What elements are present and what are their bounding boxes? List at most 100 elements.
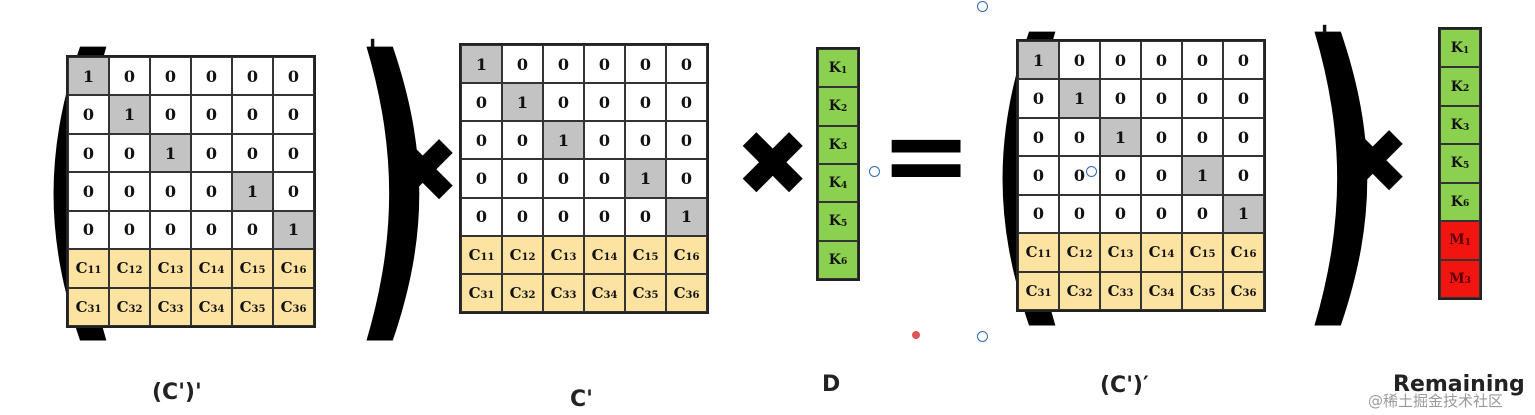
times-operator-3: ✖	[1335, 110, 1411, 215]
selection-handle-bottom[interactable]	[977, 331, 988, 342]
matrix-cell: 1	[502, 83, 543, 122]
selection-handle-center[interactable]	[1086, 166, 1097, 177]
matrix-cell: 0	[461, 121, 502, 160]
matrix-cell: 0	[1100, 194, 1141, 234]
matrix-cell: 0	[625, 197, 666, 236]
matrix-cell: 0	[584, 121, 625, 160]
matrix-cell: 0	[109, 172, 150, 211]
matrix-cell: 0	[273, 133, 314, 173]
matrix-cell: 0	[1141, 117, 1182, 157]
matrix-cell: 1	[461, 45, 502, 84]
right-paren-2: )	[1299, 0, 1383, 360]
right-paren-1: )	[351, 0, 435, 375]
prime-mark-2: '	[1320, 20, 1330, 55]
matrix-cell: 0	[543, 45, 584, 84]
matrix-cell: 0	[502, 197, 543, 236]
matrix-cell: 0	[502, 121, 543, 160]
matrix-cell: 0	[625, 45, 666, 84]
matrix-cell: 1	[232, 172, 273, 211]
matrix-cell: 0	[1018, 117, 1059, 157]
matrix-cell: 0	[1223, 41, 1264, 80]
matrix-cell: 0	[68, 172, 109, 211]
matrix-cell: 0	[1141, 41, 1182, 80]
rotation-handle[interactable]	[912, 331, 920, 339]
matrix-cell: 0	[68, 210, 109, 250]
matrix-cell: 0	[191, 57, 232, 96]
matrix-cell: 0	[109, 210, 150, 250]
matrix-cell: 1	[543, 121, 584, 160]
matrix-cell: 0	[625, 83, 666, 122]
matrix-cell: 0	[1059, 117, 1100, 157]
matrix-cell: 0	[191, 133, 232, 173]
equals-operator: =	[880, 91, 973, 219]
matrix-cell: 0	[1100, 41, 1141, 80]
matrix-cell: 0	[502, 45, 543, 84]
caption-c-prime-transpose: (C')'	[152, 380, 202, 405]
caption-c-prime: C'	[570, 387, 593, 412]
matrix-cell: 0	[1018, 79, 1059, 118]
matrix-cell: 0	[666, 121, 707, 160]
prime-mark-1: '	[368, 34, 378, 69]
matrix-cell: 0	[1018, 194, 1059, 234]
matrix-cell: 0	[1018, 156, 1059, 195]
matrix-cell: 1	[109, 95, 150, 134]
matrix-cell: 0	[461, 83, 502, 122]
matrix-cell: 0	[109, 57, 150, 96]
matrix-cell: 0	[68, 95, 109, 134]
matrix-cell: 0	[150, 57, 191, 96]
matrix-cell: 0	[543, 159, 584, 198]
matrix-cell: 0	[584, 83, 625, 122]
matrix-cell: 1	[1223, 194, 1264, 234]
matrix-cell: 1	[1018, 41, 1059, 80]
matrix-cell: 0	[543, 197, 584, 236]
matrix-cell: 0	[1141, 194, 1182, 234]
matrix-cell: 0	[232, 57, 273, 96]
matrix-cell: 0	[666, 83, 707, 122]
selection-handle-left[interactable]	[869, 166, 880, 177]
times-operator-1: ✖	[385, 119, 461, 224]
matrix-cell: 0	[543, 83, 584, 122]
matrix-cell: 0	[1141, 79, 1182, 118]
matrix-cell: 0	[502, 159, 543, 198]
matrix-cell: 0	[191, 210, 232, 250]
matrix-cell: 0	[232, 210, 273, 250]
matrix-cell: 0	[150, 95, 191, 134]
matrix-cell: 0	[1182, 79, 1223, 118]
matrix-cell: 0	[584, 197, 625, 236]
selection-handle-top[interactable]	[977, 1, 988, 12]
matrix-cell: 0	[584, 159, 625, 198]
matrix-cell: 0	[1141, 156, 1182, 195]
matrix-cell: 0	[273, 172, 314, 211]
matrix-cell: 0	[150, 172, 191, 211]
times-operator-2: ✖	[735, 112, 811, 217]
matrix-cell: 0	[191, 172, 232, 211]
